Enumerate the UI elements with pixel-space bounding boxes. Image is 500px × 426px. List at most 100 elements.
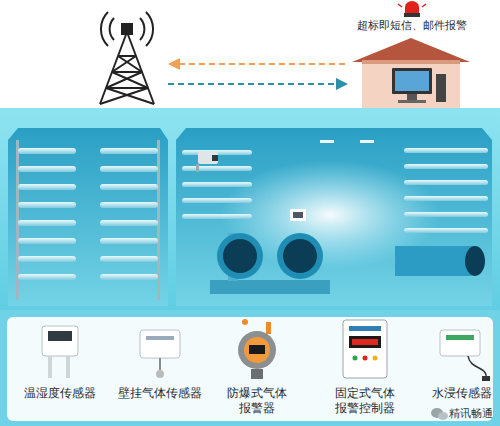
- pipes-right: [182, 166, 252, 171]
- signal-tower: [122, 24, 132, 34]
- sensor-panel: [0, 310, 500, 426]
- monitoring-house: [362, 60, 460, 108]
- signal-tower: [110, 18, 114, 40]
- sensor-icons: [251, 369, 263, 379]
- signal-tower: [106, 87, 148, 89]
- pipes-right: [182, 214, 252, 219]
- cable-racks-left: [100, 220, 158, 226]
- signal-tower: [106, 72, 142, 88]
- alarm-light: [398, 4, 402, 7]
- pipes-right: [182, 140, 488, 294]
- sensor-card: 温湿度传感器: [24, 386, 96, 401]
- monitoring-house: [398, 100, 426, 103]
- watermark: 精讯畅通: [449, 406, 493, 421]
- sensor-panel: [7, 317, 493, 421]
- monitoring-house: [362, 60, 460, 64]
- monitoring-house: [352, 38, 470, 62]
- signal-tower: [140, 18, 144, 40]
- signal-arrows: [176, 63, 345, 65]
- monitoring-house: [395, 71, 429, 91]
- alarm-light: [404, 13, 420, 17]
- signal-arrows: [336, 78, 348, 90]
- pipes-right: [293, 212, 303, 218]
- sensor-icons: [349, 326, 381, 331]
- watermark-icon: [438, 412, 448, 420]
- node-label: 壁挂气体传感器: [118, 386, 202, 401]
- pipes-right: [360, 140, 374, 143]
- sensor-icons: [48, 331, 72, 341]
- cable-racks-left: [18, 256, 76, 262]
- signal-arrows: [168, 58, 348, 90]
- sensor-card: 固定式气体 报警控制器: [334, 386, 396, 416]
- cable-racks-left: [18, 184, 76, 190]
- pipes-right: [404, 196, 488, 201]
- pipes-right: [212, 155, 218, 161]
- pipes-right: [277, 233, 323, 279]
- pipes-right: [404, 180, 488, 185]
- sensor-icons: [373, 356, 378, 361]
- sensor-icons: [482, 376, 490, 381]
- node-label: 水浸传感器: [432, 386, 492, 401]
- signal-arrows: [168, 58, 180, 70]
- alarm-house: 超标即短信、邮件报警: [357, 19, 467, 33]
- signal-tower: [100, 12, 154, 104]
- utility-tunnel: [0, 108, 500, 314]
- utility-tunnel: [0, 108, 500, 314]
- alarm-light: [422, 4, 426, 7]
- sensor-icons: [363, 356, 368, 361]
- sensor-icons: [42, 319, 490, 381]
- watermark-icon: [431, 408, 448, 420]
- cable-racks-left: [100, 184, 158, 190]
- pipes-right: [210, 280, 330, 294]
- alarm-light: [405, 1, 419, 13]
- pipes-right: [198, 152, 218, 164]
- signal-arrows: [168, 83, 338, 85]
- sensor-card: 防爆式气体 报警器: [226, 386, 288, 416]
- cable-racks-left: [18, 220, 76, 226]
- pipes-right: [196, 164, 199, 172]
- sensor-icons: [352, 339, 378, 345]
- node-label: 温湿度传感器: [24, 386, 96, 401]
- sensor-card: 壁挂气体传感器: [118, 386, 202, 401]
- cable-racks-left: [100, 256, 158, 262]
- monitoring-house: [436, 74, 446, 102]
- cable-racks-left: [18, 238, 76, 244]
- cable-racks-left: [100, 202, 158, 208]
- monitoring-house: [392, 68, 432, 94]
- cable-racks-left: [100, 274, 158, 280]
- sensor-icons: [353, 356, 358, 361]
- node-label: 防爆式气体 报警器: [226, 386, 288, 416]
- pipes-right: [290, 209, 306, 221]
- cable-racks-left: [100, 166, 158, 172]
- pipes-right: [404, 148, 488, 153]
- signal-tower: [118, 56, 142, 72]
- signal-tower: [112, 56, 136, 72]
- cable-racks-left: [100, 238, 158, 244]
- sensor-icons: [446, 335, 474, 340]
- pipes-right: [283, 239, 317, 273]
- sensor-icons: [468, 356, 486, 378]
- sensor-icons: [66, 356, 70, 378]
- sensor-icons: [146, 336, 174, 340]
- utility-tunnel: [176, 128, 492, 306]
- node-label: 超标即短信、邮件报警: [357, 19, 467, 33]
- cable-racks-left: [18, 148, 76, 154]
- signal-tower: [100, 88, 148, 104]
- pipes-right: [404, 228, 488, 233]
- sensor-icons: [156, 370, 164, 378]
- sensor-icons: [349, 336, 381, 348]
- sensor-icons: [343, 320, 387, 378]
- pipes-right: [182, 182, 252, 187]
- sensor-icons: [140, 330, 180, 358]
- signal-tower: [146, 12, 153, 46]
- pipes-right: [217, 233, 263, 279]
- pipes-right: [465, 246, 485, 276]
- sensor-icons: [159, 358, 161, 370]
- pipes-right: [182, 198, 252, 203]
- sensor-icons: [48, 356, 52, 378]
- signal-tower: [112, 71, 142, 73]
- alarm-light: [398, 1, 426, 17]
- sensor-card: 水浸传感器: [432, 386, 492, 401]
